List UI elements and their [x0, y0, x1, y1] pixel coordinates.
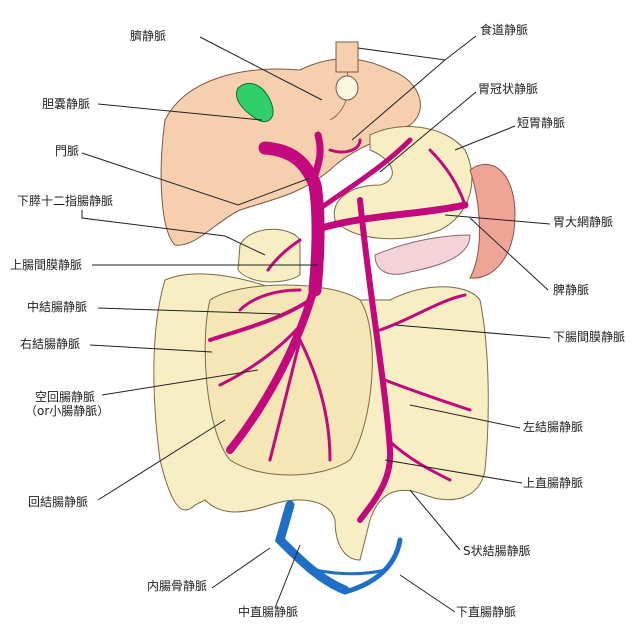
label-cystic-vein: 胆嚢静脈	[42, 97, 91, 111]
label-inf-mesenteric-vein: 下腸間膜静脈	[553, 330, 626, 344]
label-right-colic-vein: 右結腸静脈	[20, 337, 81, 351]
label-middle-rectal-vein: 中直腸静脈	[238, 605, 299, 619]
label-inf-pancreaticoduodenal-vein: 下膵十二指腸静脈	[17, 194, 114, 208]
spleen	[469, 164, 516, 279]
label-inf-rectal-vein: 下直腸静脈	[456, 605, 517, 619]
label-left-gastric-vein: 胃冠状静脈	[478, 82, 539, 96]
label-sup-rectal-vein: 上直腸静脈	[523, 476, 584, 490]
label-ileocolic-vein: 回結腸静脈	[28, 495, 89, 509]
iliac-veins	[274, 500, 403, 595]
label-sigmoid-vein: S状結腸静脈	[463, 544, 531, 558]
leader-lines	[81, 35, 551, 613]
label-small-intestine-vein: （or小腸静脈）	[25, 404, 110, 418]
esophagus	[335, 41, 359, 73]
label-short-gastric-vein: 短胃静脈	[517, 116, 566, 130]
label-middle-colic-vein: 中結腸静脈	[27, 300, 88, 314]
label-left-colic-vein: 左結腸静脈	[523, 420, 584, 434]
duodenum	[237, 228, 301, 283]
pancreas	[374, 234, 471, 275]
label-jejunal-ileal-vein: 空回腸静脈	[35, 390, 96, 404]
label-esophageal-vein: 食道静脈	[480, 23, 529, 37]
gallbladder	[236, 83, 274, 123]
label-umbilical-vein: 臍静脈	[130, 29, 167, 43]
label-portal-vein: 門脈	[55, 144, 80, 158]
label-internal-iliac-vein: 内腸骨静脈	[147, 579, 208, 593]
portal-veins	[208, 131, 472, 523]
label-sup-mesenteric-vein: 上腸間膜静脈	[10, 258, 83, 272]
label-gastroepiploic-vein: 胃大網静脈	[553, 215, 614, 229]
label-splenic-vein: 脾静脈	[553, 283, 590, 297]
